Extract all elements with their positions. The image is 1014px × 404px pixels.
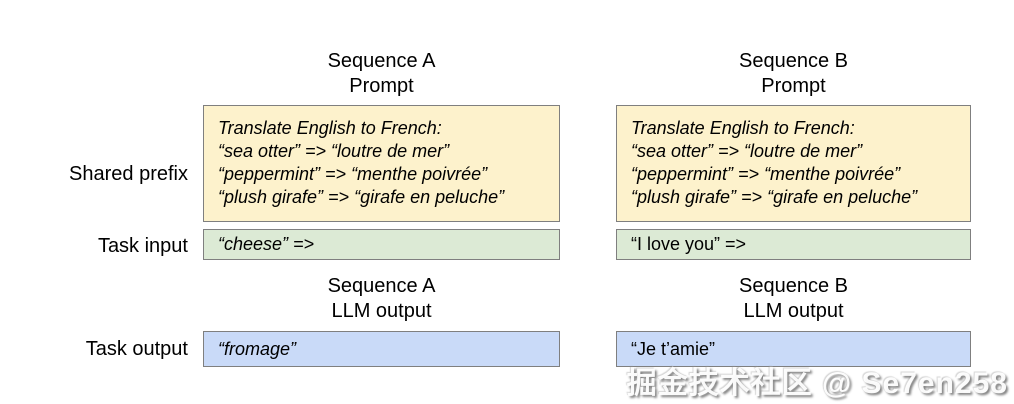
sequence-b-task-output-box: “Je t’amie” (616, 331, 971, 367)
sequence-a-task-output-box: “fromage” (203, 331, 560, 367)
sequence-b-prompt-title: Sequence B Prompt (616, 49, 971, 99)
task-input-text: “cheese” => (218, 234, 315, 254)
sequence-a-prompt-title: Sequence A Prompt (203, 49, 560, 99)
title-line: LLM output (743, 300, 844, 322)
prompt-line: “plush girafe” => “girafe en peluche” (218, 187, 505, 207)
task-input-label: Task input (97, 235, 188, 257)
sequence-a-output-title: Sequence A LLM output (203, 274, 560, 324)
sequence-b-prompt-box: Translate English to French: “sea otter”… (616, 105, 971, 222)
title-line: Sequence B (739, 50, 848, 72)
title-line: Prompt (349, 75, 414, 97)
title-line: Sequence A (327, 50, 436, 72)
sequence-b-task-input-box: “I love you” => (616, 229, 971, 260)
title-line: Sequence B (739, 275, 848, 297)
prompt-line: “peppermint” => “menthe poivrée” (631, 164, 901, 184)
task-output-text: “fromage” (218, 338, 297, 359)
shared-prefix-label: Shared prefix (69, 163, 188, 185)
sequence-a-task-input-box: “cheese” => (203, 229, 560, 260)
prompt-line: “sea otter” => “loutre de mer” (631, 141, 863, 161)
task-output-text: “Je t’amie” (631, 338, 716, 359)
title-line: Sequence A (327, 275, 436, 297)
prompt-line: Translate English to French: (218, 118, 442, 138)
task-output-label: Task output (85, 338, 188, 360)
prompt-line: “sea otter” => “loutre de mer” (218, 141, 450, 161)
sequence-b-output-title: Sequence B LLM output (616, 274, 971, 324)
prompt-line: Translate English to French: (631, 118, 855, 138)
sequence-a-prompt-box: Translate English to French: “sea otter”… (203, 105, 560, 222)
task-input-text: “I love you” => (631, 234, 747, 254)
prompt-line: “plush girafe” => “girafe en peluche” (631, 187, 918, 207)
title-line: Prompt (761, 75, 826, 97)
title-line: LLM output (331, 300, 432, 322)
prompt-line: “peppermint” => “menthe poivrée” (218, 164, 488, 184)
